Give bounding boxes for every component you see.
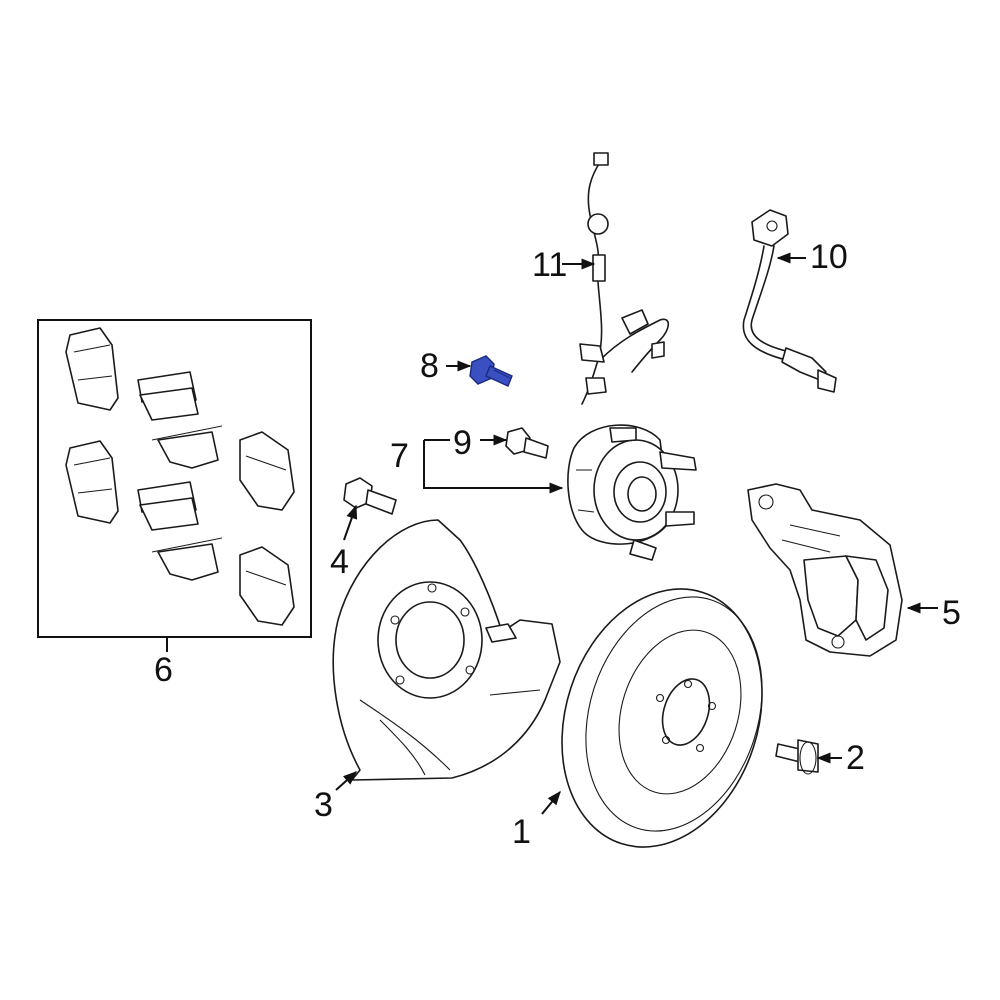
backing-plate-bolt[interactable]: [343, 477, 397, 515]
callout-3[interactable]: 3: [314, 786, 333, 824]
highlighted-bolt[interactable]: [469, 355, 513, 387]
callout-4[interactable]: 4: [330, 543, 349, 581]
callout-8[interactable]: 8: [420, 347, 439, 385]
rotor-screw[interactable]: [775, 739, 819, 775]
brake-pad-kit[interactable]: [37, 319, 312, 638]
callout-4-arrow: [343, 504, 358, 541]
hub-bolt[interactable]: [505, 427, 549, 459]
callout-9[interactable]: 9: [453, 424, 472, 462]
callout-1[interactable]: 1: [512, 813, 531, 851]
callout-7-bracket: [423, 440, 564, 494]
brake-caliper[interactable]: [747, 483, 903, 657]
callout-7[interactable]: 7: [390, 437, 409, 475]
callout-10[interactable]: 10: [810, 238, 848, 276]
hub-bearing-assembly[interactable]: [567, 424, 697, 561]
dust-shield[interactable]: [332, 519, 561, 781]
brake-rotor[interactable]: [530, 563, 794, 873]
callout-5[interactable]: 5: [942, 594, 961, 632]
brake-hose[interactable]: [742, 209, 837, 393]
callout-2[interactable]: 2: [846, 739, 865, 777]
callout-1-arrow: [541, 790, 561, 815]
wheel-speed-sensor[interactable]: [579, 152, 670, 405]
callout-6[interactable]: 6: [154, 651, 173, 689]
callout-3-arrow: [335, 771, 358, 791]
callout-11[interactable]: 11: [532, 246, 568, 284]
